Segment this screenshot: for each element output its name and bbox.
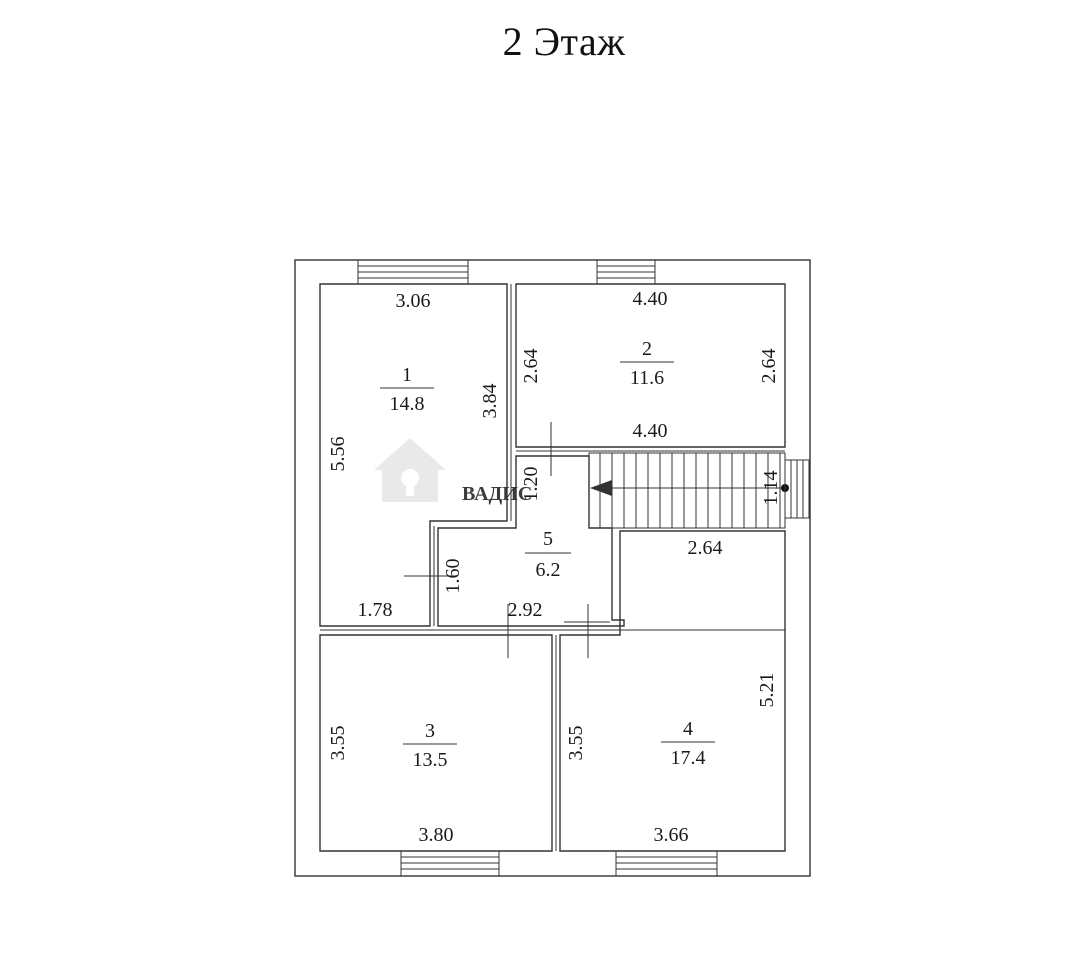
dimension-label: 3.80	[419, 824, 454, 846]
stair-arrow-icon	[590, 480, 612, 496]
staircase	[588, 452, 789, 529]
room-area: 6.2	[536, 559, 561, 581]
room-number: 3	[425, 720, 435, 742]
dimension-label: 2.92	[508, 599, 543, 621]
room-area: 13.5	[413, 749, 448, 771]
dimension-label: 3.06	[396, 290, 431, 312]
room-label-5: 5 6.2	[525, 528, 571, 581]
room-label-1: 1 14.8	[380, 364, 434, 415]
dimension-label: 5.56	[327, 437, 349, 472]
floor-title: 2 Этаж	[502, 19, 626, 64]
room-number: 2	[642, 338, 652, 360]
room-number: 4	[683, 718, 693, 740]
room-1-outline	[319, 283, 508, 627]
dimension-label: 1.14	[760, 471, 782, 506]
room-number: 1	[402, 364, 412, 386]
room-4-outline	[559, 530, 786, 852]
room-area: 17.4	[671, 747, 706, 769]
dimension-label: 1.78	[358, 599, 393, 621]
room-number: 5	[543, 528, 553, 550]
exterior-stair	[784, 459, 811, 519]
dimension-label: 1.60	[442, 559, 464, 594]
watermark-text: ВАДИС	[462, 483, 532, 505]
dimension-label: 3.55	[327, 726, 349, 761]
outer-wall	[294, 259, 811, 877]
dimension-label: 3.66	[654, 824, 689, 846]
dimension-label: 2.64	[688, 537, 723, 559]
dimension-label: 2.64	[758, 349, 780, 384]
dimension-label: 4.40	[633, 420, 668, 442]
dimension-label: 3.84	[479, 384, 501, 419]
room-area: 14.8	[390, 393, 425, 415]
dimension-label: 2.64	[520, 349, 542, 384]
room-2-outline	[515, 283, 786, 448]
window-bottom-right	[615, 850, 718, 877]
watermark-house-icon	[374, 438, 446, 502]
dimension-label: 4.40	[633, 288, 668, 310]
room-label-4: 4 17.4	[661, 718, 715, 769]
door-marks	[404, 422, 610, 658]
room-3-outline	[319, 634, 553, 852]
dimension-label: 1.20	[520, 467, 542, 502]
dimension-label: 5.21	[756, 673, 778, 708]
room-label-3: 3 13.5	[403, 720, 457, 771]
room-area: 11.6	[630, 367, 664, 389]
room-label-2: 2 11.6	[620, 338, 674, 389]
window-bottom-left	[400, 850, 500, 877]
window-top-right	[596, 259, 656, 285]
window-top-left	[357, 259, 469, 285]
watermark: ВАДИС	[374, 438, 532, 505]
dimension-label: 3.55	[565, 726, 587, 761]
